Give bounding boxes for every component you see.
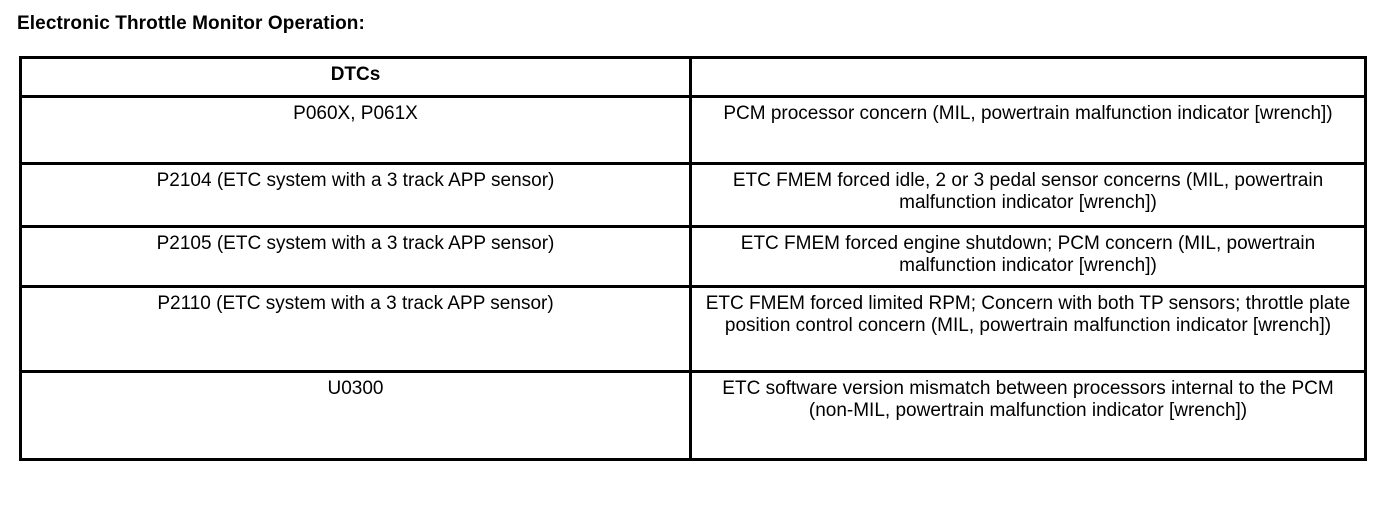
table-cell-codes: P2104 (ETC system with a 3 track APP sen… bbox=[19, 162, 692, 228]
table-cell-description: ETC FMEM forced idle, 2 or 3 pedal senso… bbox=[689, 162, 1367, 228]
dtc-description-text: ETC FMEM forced engine shutdown; PCM con… bbox=[740, 233, 1316, 277]
dtc-code-text: P2105 (ETC system with a 3 track APP sen… bbox=[156, 233, 555, 254]
table-cell-codes: P2105 (ETC system with a 3 track APP sen… bbox=[19, 225, 692, 288]
dtc-code-text: U0300 bbox=[327, 378, 384, 399]
table-cell-codes: U0300 bbox=[19, 370, 692, 461]
table-header-row: DTCs bbox=[19, 56, 1367, 98]
table-cell-description: PCM processor concern (MIL, powertrain m… bbox=[689, 95, 1367, 165]
dtc-description-text: PCM processor concern (MIL, powertrain m… bbox=[723, 103, 1333, 124]
table-cell-description: ETC software version mismatch between pr… bbox=[689, 370, 1367, 461]
header-label-description bbox=[692, 59, 1364, 92]
table-cell-description: ETC FMEM forced limited RPM; Concern wit… bbox=[689, 285, 1367, 373]
table-cell-description: ETC FMEM forced engine shutdown; PCM con… bbox=[689, 225, 1367, 288]
table-row: P060X, P061X PCM processor concern (MIL,… bbox=[19, 95, 1367, 165]
table-cell-codes: P060X, P061X bbox=[19, 95, 692, 165]
page-title: Electronic Throttle Monitor Operation: bbox=[17, 13, 365, 34]
dtc-description-text: ETC FMEM forced limited RPM; Concern wit… bbox=[705, 293, 1351, 337]
table-row: P2110 (ETC system with a 3 track APP sen… bbox=[19, 285, 1367, 373]
table-header-cell-codes: DTCs bbox=[19, 56, 692, 98]
table-row: P2105 (ETC system with a 3 track APP sen… bbox=[19, 225, 1367, 288]
table-cell-codes: P2110 (ETC system with a 3 track APP sen… bbox=[19, 285, 692, 373]
header-label-dtcs: DTCs bbox=[330, 64, 381, 85]
dtc-table: DTCs P060X, P061X PCM processor concern … bbox=[19, 56, 1367, 461]
dtc-description-text: ETC FMEM forced idle, 2 or 3 pedal senso… bbox=[732, 170, 1324, 214]
table-header-cell-description bbox=[689, 56, 1367, 98]
table-row: U0300 ETC software version mismatch betw… bbox=[19, 370, 1367, 461]
dtc-code-text: P2104 (ETC system with a 3 track APP sen… bbox=[156, 170, 555, 191]
dtc-code-text: P060X, P061X bbox=[293, 103, 418, 124]
dtc-code-text: P2110 (ETC system with a 3 track APP sen… bbox=[157, 293, 554, 314]
dtc-description-text: ETC software version mismatch between pr… bbox=[722, 378, 1334, 422]
table-row: P2104 (ETC system with a 3 track APP sen… bbox=[19, 162, 1367, 228]
